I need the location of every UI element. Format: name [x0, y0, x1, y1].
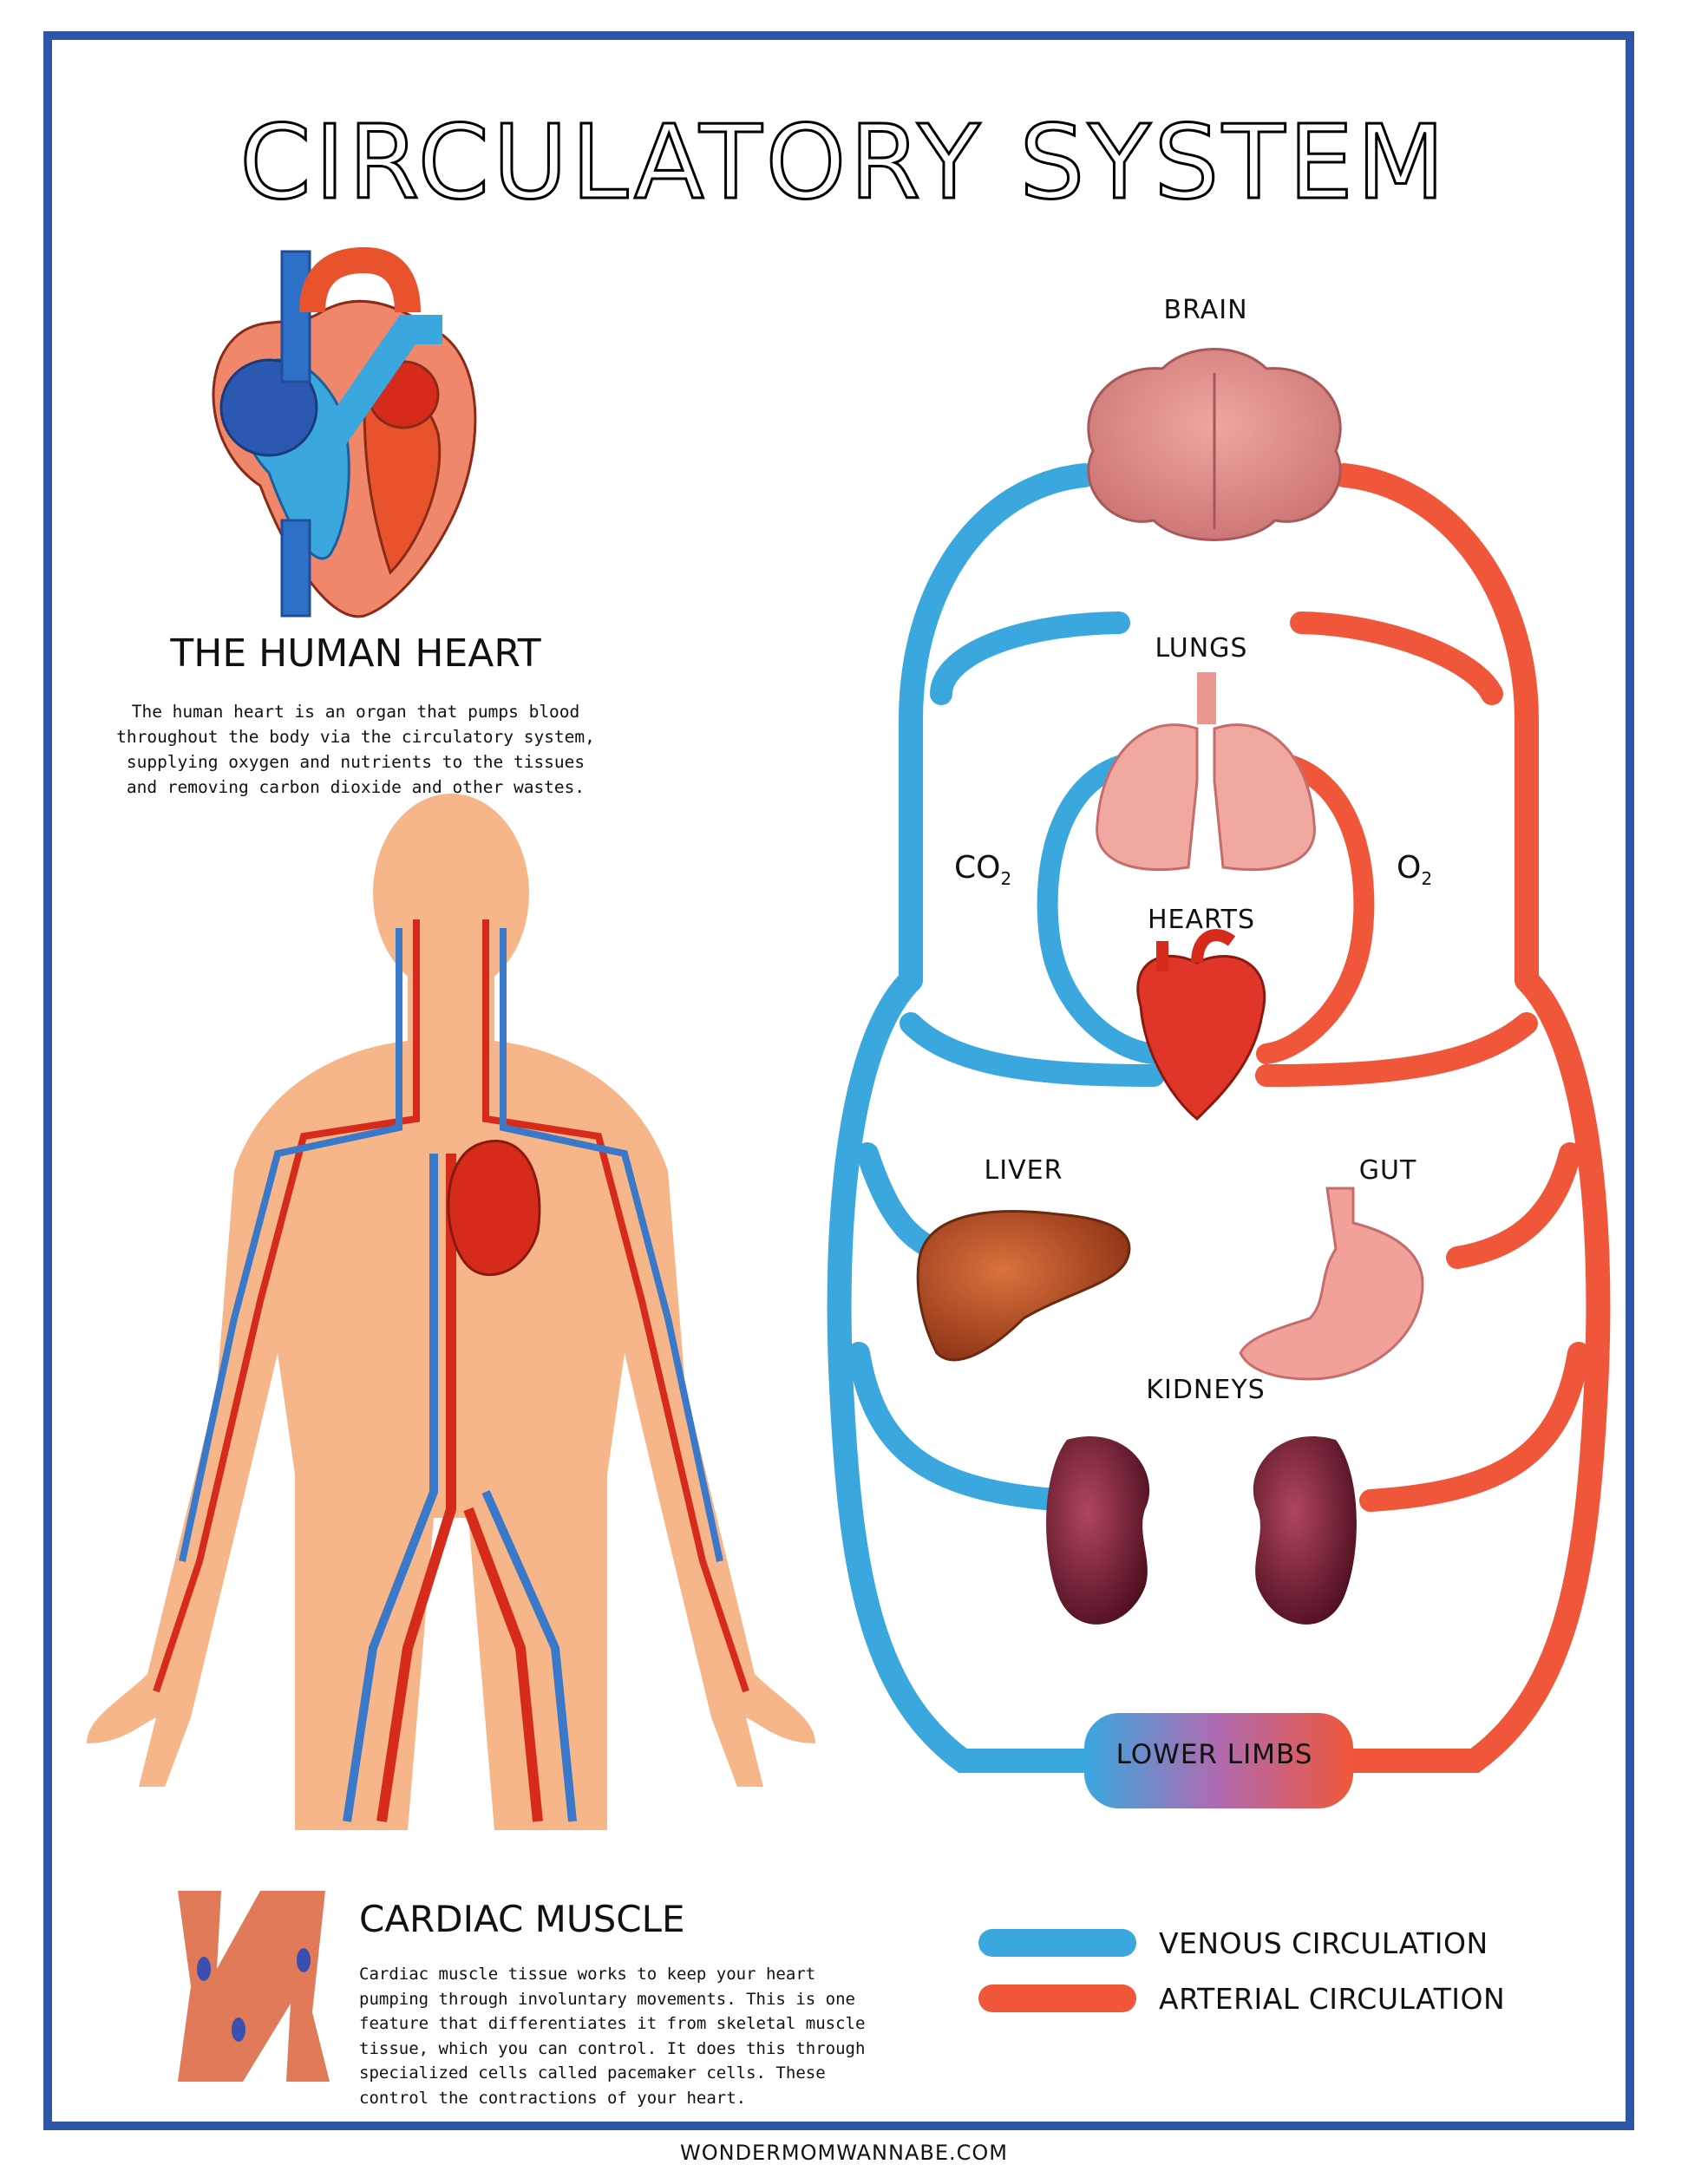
arterial-legend-label: ARTERIAL CIRCULATION	[1159, 1981, 1506, 2016]
lungs-illustration	[1096, 672, 1316, 872]
anatomical-heart-illustration	[212, 246, 477, 618]
stomach-illustration	[1239, 1187, 1424, 1381]
human-heart-heading: THE HUMAN HEART	[170, 631, 541, 676]
label-kidneys: KIDNEYS	[1146, 1375, 1266, 1405]
brain-illustration	[1087, 348, 1342, 541]
arterial-swatch	[978, 1985, 1136, 2012]
label-lower-limbs: LOWER LIMBS	[1116, 1739, 1313, 1770]
cardiac-muscle-description: Cardiac muscle tissue works to keep your…	[359, 1965, 866, 2108]
liver-illustration	[916, 1210, 1131, 1362]
cardiac-muscle-heading: CARDIAC MUSCLE	[359, 1898, 685, 1940]
page-title: CIRCULATORY SYSTEM	[239, 101, 1449, 224]
human-body-illustration	[87, 794, 815, 1830]
legend-arterial: ARTERIAL CIRCULATION	[978, 1981, 1505, 2016]
small-heart-illustration	[1136, 929, 1266, 1121]
o2-label: O2	[1397, 850, 1433, 890]
kidneys-illustration	[1046, 1436, 1357, 1625]
venous-legend-label: VENOUS CIRCULATION	[1159, 1926, 1488, 1960]
label-hearts: HEARTS	[1147, 905, 1256, 935]
page-frame	[43, 31, 1634, 2130]
label-lungs: LUNGS	[1155, 633, 1248, 664]
label-brain: BRAIN	[1163, 295, 1248, 325]
co2-label: CO2	[954, 850, 1012, 890]
label-liver: LIVER	[984, 1155, 1063, 1186]
label-gut: GUT	[1358, 1155, 1417, 1186]
cardiac-muscle-illustration	[178, 1891, 330, 2082]
circulation-diagram	[827, 463, 1611, 1808]
footer-url[interactable]: WONDERMOMWANNABE.COM	[680, 2141, 1008, 2165]
legend-venous: VENOUS CIRCULATION	[978, 1926, 1488, 1960]
human-heart-description: The human heart is an organ that pumps b…	[116, 702, 595, 797]
venous-swatch	[978, 1929, 1136, 1957]
